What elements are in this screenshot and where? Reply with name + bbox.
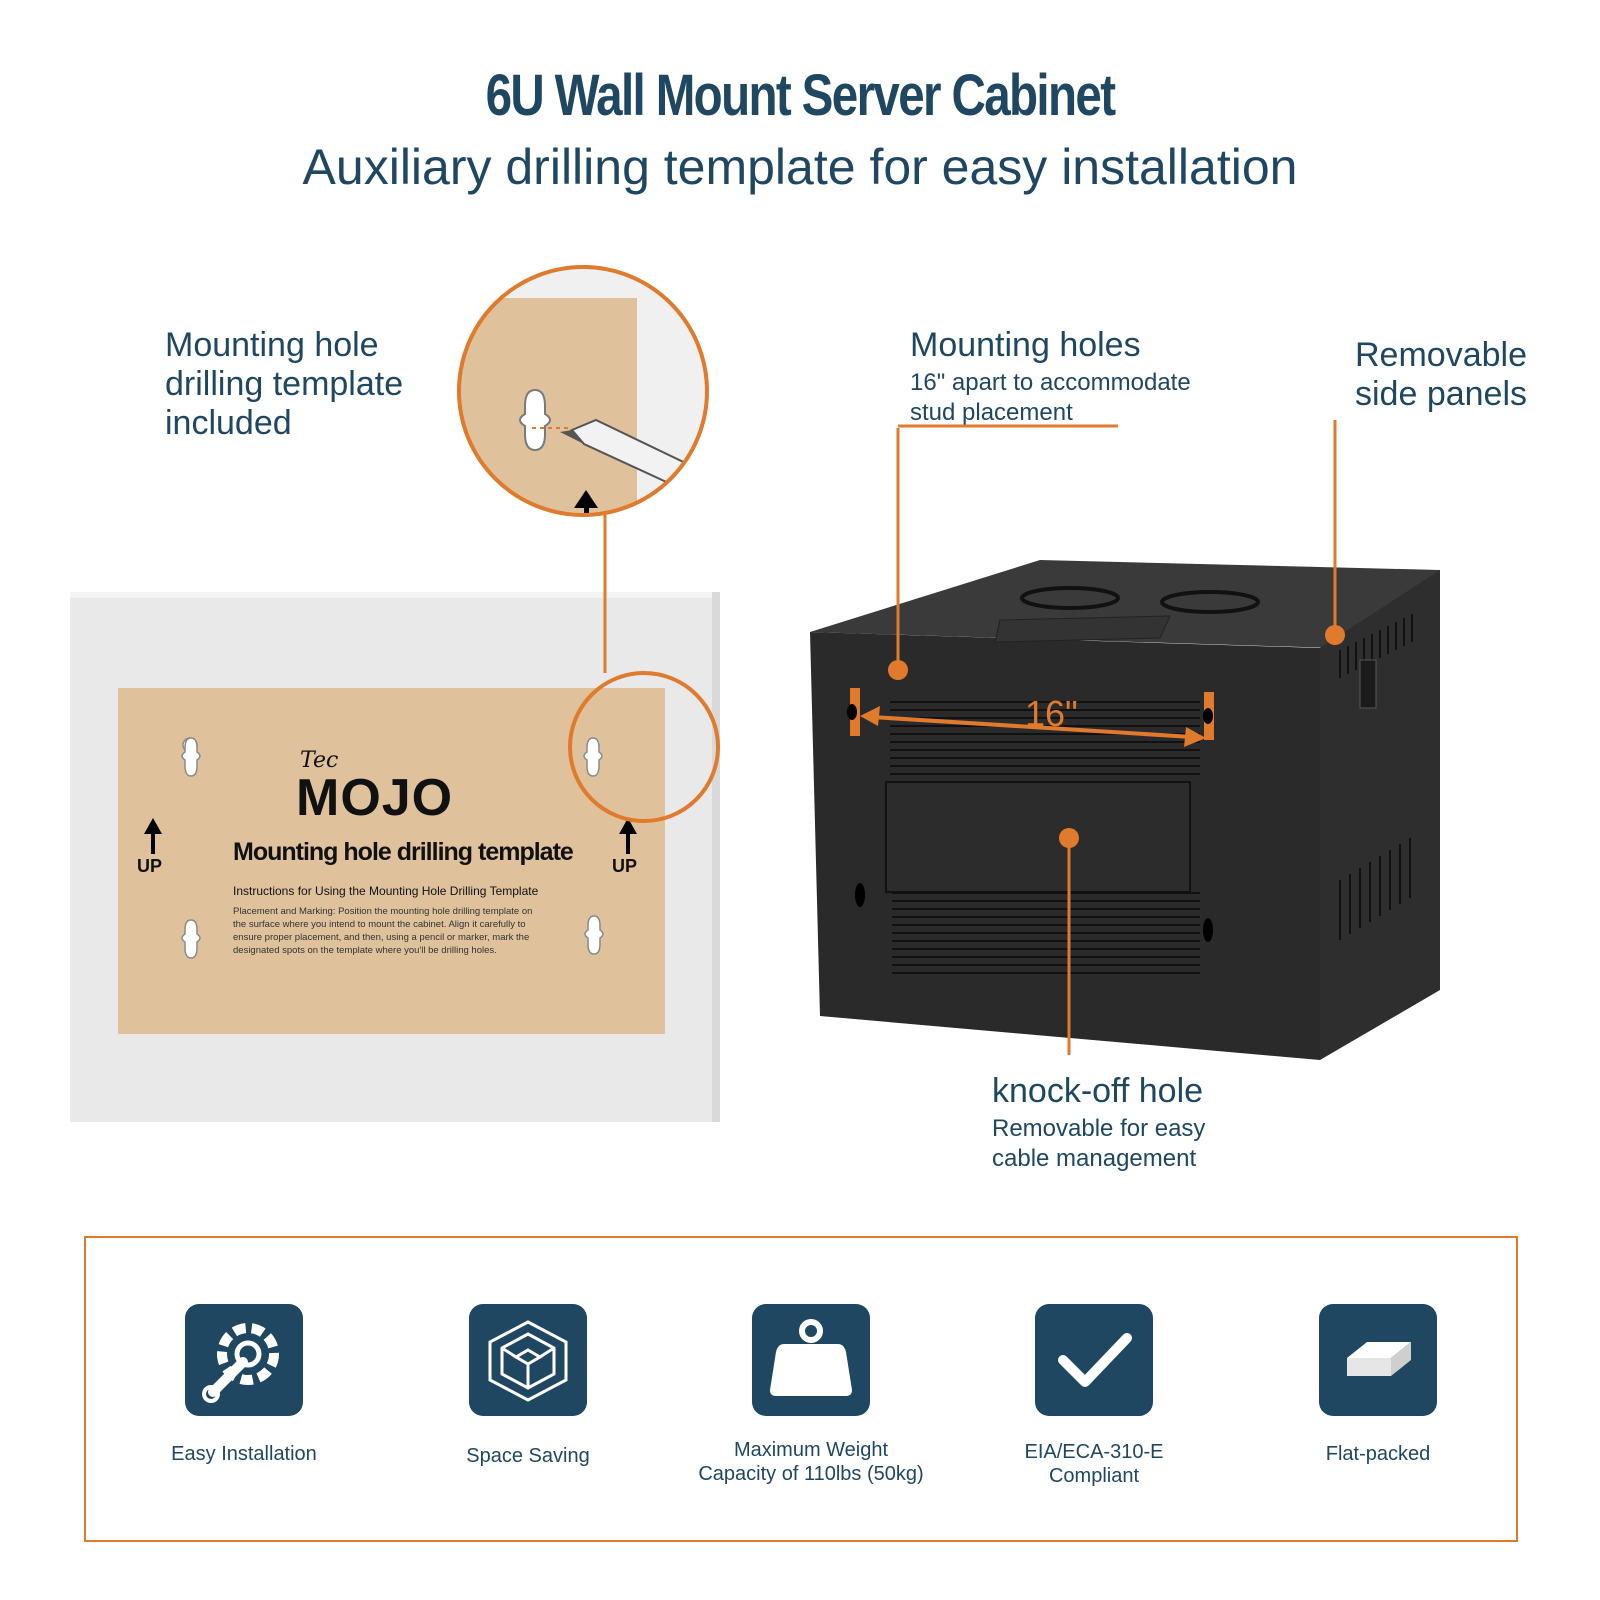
cube-icon <box>488 1320 568 1402</box>
side-panels-line2: side panels <box>1355 375 1528 413</box>
template-callout: Mounting hole drilling template included <box>165 326 403 443</box>
template-paper <box>118 688 665 1034</box>
checkmark-icon <box>1058 1333 1132 1387</box>
keyhole-top-right-icon <box>583 737 603 777</box>
gear-wrench-icon <box>202 1323 279 1403</box>
up-arrow-zoom-icon <box>574 490 598 515</box>
keyhole-top-left-icon <box>181 737 201 777</box>
instructions-title: Instructions for Using the Mounting Hole… <box>233 884 539 898</box>
side-panels-line1: Removable <box>1355 336 1527 374</box>
feature-label-maximum-weight: Maximum Weight Capacity of 110lbs (50kg) <box>681 1438 941 1486</box>
mounting-holes-marker <box>888 660 908 680</box>
feature-label-line: Maximum Weight <box>733 1439 889 1461</box>
keyhole-bottom-right-icon <box>584 915 604 955</box>
flat-box-icon <box>1347 1342 1411 1376</box>
side-panels-marker <box>1325 625 1345 645</box>
mounting-holes-line2: stud placement <box>910 399 1073 426</box>
lock-icon <box>1359 659 1377 709</box>
page-title: 6U Wall Mount Server Cabinet <box>485 63 1116 128</box>
template-callout-line3: included <box>165 404 292 442</box>
up-label-right: UP <box>612 856 638 876</box>
mounting-holes-line1: 16" apart to accommodate <box>910 369 1191 396</box>
knockoff-marker <box>1059 828 1079 848</box>
dimension-arrow <box>860 706 1206 747</box>
fan-icon <box>1020 586 1120 610</box>
cabinet-side <box>1320 570 1440 1060</box>
feature-label-compliant: EIA/ECA-310-E Compliant <box>964 1440 1224 1488</box>
knockoff-line1: Removable for easy <box>992 1115 1206 1142</box>
feature-label-line: Flat-packed <box>1325 1443 1431 1465</box>
mounting-holes-title: Mounting holes <box>910 326 1141 364</box>
template-illustration <box>70 265 720 1122</box>
keyhole-zoom-icon <box>519 388 551 452</box>
feature-label-line: Compliant <box>1048 1465 1140 1487</box>
up-arrow-left-icon <box>144 818 162 854</box>
instructions-body: Placement and Marking: Position the moun… <box>233 905 553 957</box>
feature-label-line: Easy Installation <box>171 1443 317 1465</box>
up-label-left: UP <box>137 856 163 876</box>
side-panels-callout: Removable side panels <box>1355 336 1527 414</box>
instructions-line: Placement and Marking: Position the moun… <box>233 906 533 917</box>
side-vents <box>1339 614 1413 940</box>
instructions-line: the surface where you intend to mount th… <box>233 919 526 930</box>
zoom-target-circle <box>568 671 720 823</box>
brand-logo-text: MOJO <box>296 769 454 827</box>
cabinet-illustration <box>810 420 1440 1060</box>
up-arrow-right-icon <box>619 818 637 854</box>
mounting-holes-desc: 16" apart to accommodate stud placement <box>910 368 1191 428</box>
knockoff-desc: Removable for easy cable management <box>992 1114 1205 1174</box>
weight-icon <box>770 1319 852 1396</box>
instructions-line: ensure proper placement, and then, using… <box>233 932 530 943</box>
instructions-line: designated spots on the template where y… <box>233 945 497 956</box>
feature-icon-box <box>469 1304 587 1416</box>
knockoff-title: knock-off hole <box>992 1072 1204 1110</box>
cabinet-top <box>810 560 1440 650</box>
feature-icon-box <box>1035 1304 1153 1416</box>
zoom-detail <box>459 267 707 515</box>
template-callout-line2: drilling template <box>165 365 404 403</box>
feature-icon-box <box>1319 1304 1437 1416</box>
brand-top-text: Tec <box>300 748 339 773</box>
fan-icon <box>1160 590 1260 614</box>
knockoff-plate <box>885 781 1191 893</box>
feature-label-line: Capacity of 110lbs (50kg) <box>698 1463 924 1485</box>
page-subtitle: Auxiliary drilling template for easy ins… <box>302 139 1298 195</box>
features-frame <box>84 1236 1518 1542</box>
dimension-label: 16" <box>1025 693 1078 734</box>
knockoff-line2: cable management <box>992 1145 1197 1172</box>
template-callout-line1: Mounting hole <box>165 326 379 364</box>
feature-icon-box <box>752 1304 870 1416</box>
feature-label-line: Space Saving <box>466 1445 590 1467</box>
feature-label-flat-packed: Flat-packed <box>1248 1442 1508 1466</box>
keyhole-bottom-left-icon <box>181 919 201 959</box>
front-vents <box>890 701 1200 974</box>
feature-icon-box <box>185 1304 303 1416</box>
template-heading: Mounting hole drilling template <box>233 838 574 866</box>
feature-label-easy-installation: Easy Installation <box>114 1442 374 1466</box>
feature-label-space-saving: Space Saving <box>398 1444 658 1468</box>
feature-label-line: EIA/ECA-310-E <box>1024 1441 1164 1463</box>
